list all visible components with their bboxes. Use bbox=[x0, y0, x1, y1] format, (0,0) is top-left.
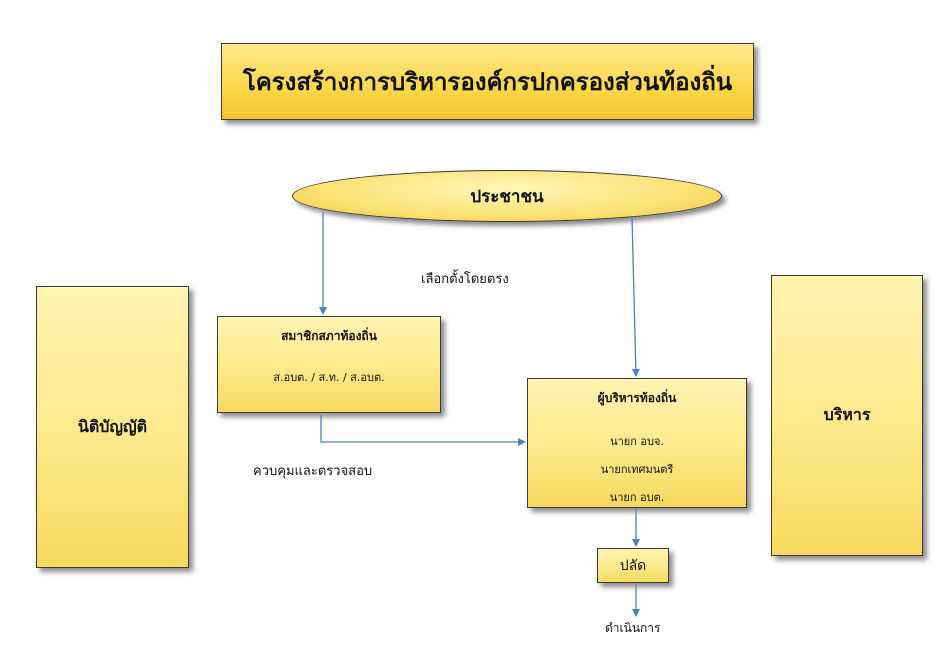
palad-box: ปลัด bbox=[597, 548, 669, 583]
diagram-title: โครงสร้างการบริหารองค์กรปกครองส่วนท้องถิ… bbox=[242, 67, 733, 96]
arrow-council-to-executive bbox=[320, 415, 526, 446]
palad-label: ปลัด bbox=[619, 557, 647, 574]
arrow-people-to-executive bbox=[631, 216, 640, 377]
executive-branch-label: บริหาร bbox=[823, 405, 871, 424]
legislative-box: นิติบัญญัติ bbox=[36, 286, 189, 568]
executive-heading: ผู้บริหารท้องถิ่น bbox=[597, 391, 677, 405]
local-executive-box: ผู้บริหารท้องถิ่น นายก อบจ. นายกเทศมนตรี… bbox=[527, 378, 747, 508]
executive-line: นายก อบจ. bbox=[610, 435, 664, 448]
council-heading: สมาชิกสภาท้องถิ่น bbox=[281, 329, 377, 343]
oversight-label: ควบคุมและตรวจสอบ bbox=[253, 464, 373, 479]
title-box: โครงสร้างการบริหารองค์กรปกครองส่วนท้องถิ… bbox=[221, 43, 754, 120]
legislative-label: นิติบัญญัติ bbox=[77, 416, 148, 436]
executive-line: นายก อบต. bbox=[609, 491, 665, 504]
operation-label: ดำเนินการ bbox=[605, 621, 661, 635]
direct-election-label: เลือกตั้งโดยตรง bbox=[421, 272, 509, 287]
council-members: ส.อบต. / ส.ท. / ส.อบต. bbox=[273, 371, 385, 384]
local-council-box: สมาชิกสภาท้องถิ่น ส.อบต. / ส.ท. / ส.อบต. bbox=[217, 316, 441, 413]
people-label: ประชาชน bbox=[470, 186, 544, 207]
executive-line: นายกเทศมนตรี bbox=[600, 463, 674, 476]
executive-branch-box: บริหาร bbox=[771, 275, 923, 556]
people-ellipse: ประชาชน bbox=[292, 170, 722, 222]
